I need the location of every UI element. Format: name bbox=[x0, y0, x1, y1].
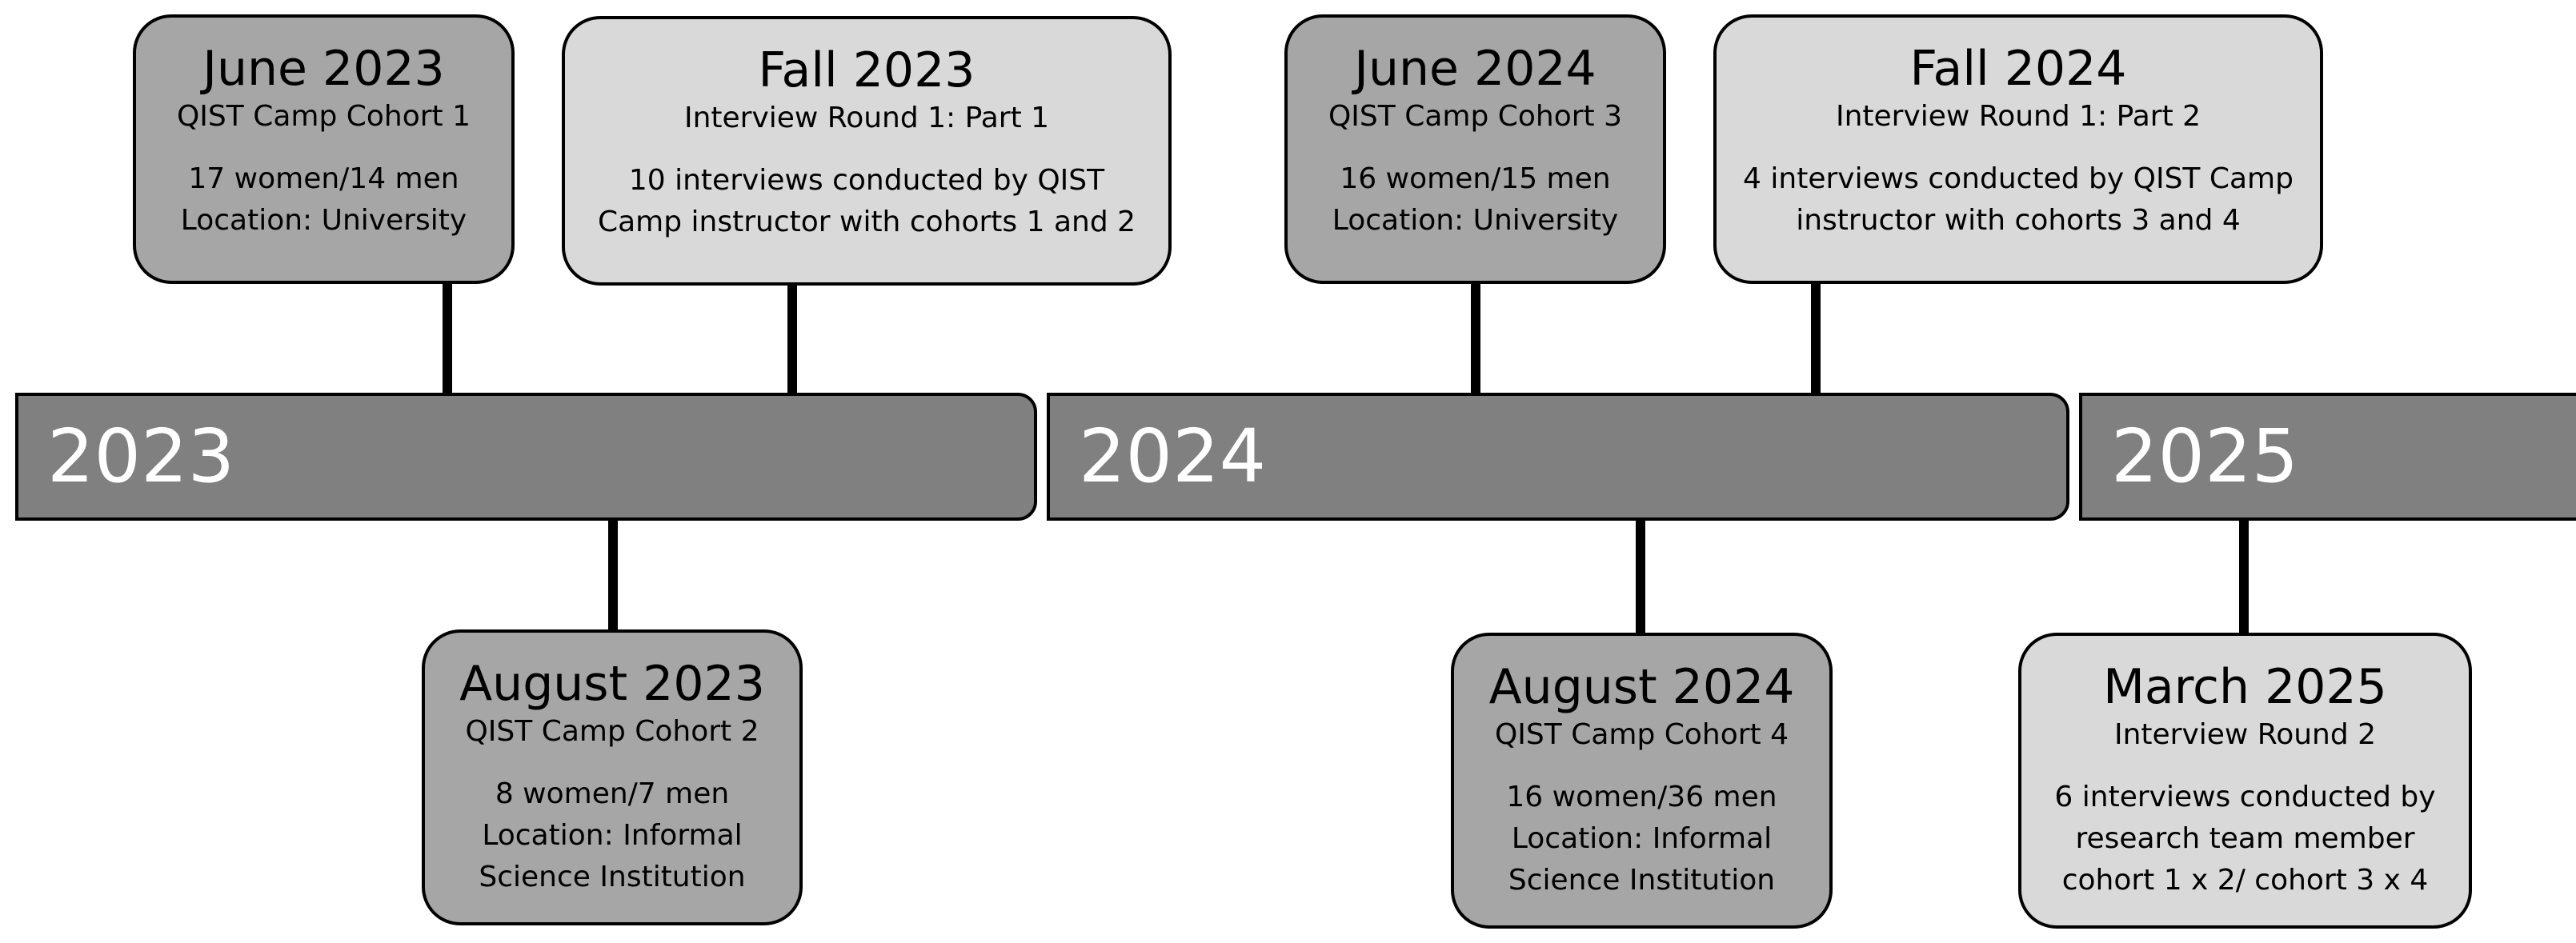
event-detail-line: Location: Informal bbox=[482, 819, 743, 852]
year-bar-2024: 2024 bbox=[1047, 393, 2069, 521]
event-detail-line: Science Institution bbox=[479, 861, 746, 893]
event-date: June 2024 bbox=[1354, 41, 1596, 97]
event-card-fall-2024: Fall 2024 Interview Round 1: Part 2 4 in… bbox=[1713, 14, 2323, 284]
event-detail-line: 6 interviews conducted by bbox=[2054, 781, 2436, 813]
event-subtitle: QIST Camp Cohort 4 bbox=[1494, 718, 1789, 751]
event-subtitle: QIST Camp Cohort 3 bbox=[1328, 100, 1623, 133]
event-subtitle: QIST Camp Cohort 2 bbox=[465, 715, 759, 748]
event-date: March 2025 bbox=[2103, 659, 2387, 715]
event-details: 6 interviews conducted by research team … bbox=[2021, 777, 2469, 901]
event-detail-line: instructor with cohorts 3 and 4 bbox=[1796, 204, 2241, 237]
connector-june-2023 bbox=[443, 284, 452, 394]
event-detail-line: 8 women/7 men bbox=[495, 777, 730, 810]
connector-august-2023 bbox=[608, 519, 618, 631]
event-date: Fall 2024 bbox=[1909, 41, 2127, 97]
event-card-august-2024: August 2024 QIST Camp Cohort 4 16 women/… bbox=[1451, 633, 1833, 929]
event-detail-line: 16 women/36 men bbox=[1506, 781, 1777, 813]
event-details: 16 women/36 men Location: Informal Scien… bbox=[1454, 777, 1829, 901]
event-detail-line: research team member bbox=[2075, 822, 2415, 855]
connector-august-2024 bbox=[1636, 519, 1645, 634]
event-date: June 2023 bbox=[202, 41, 445, 97]
event-card-june-2023: June 2023 QIST Camp Cohort 1 17 women/14… bbox=[133, 14, 515, 284]
event-details: 8 women/7 men Location: Informal Science… bbox=[425, 773, 799, 898]
event-subtitle: QIST Camp Cohort 1 bbox=[176, 100, 471, 133]
event-card-june-2024: June 2024 QIST Camp Cohort 3 16 women/15… bbox=[1284, 14, 1666, 284]
year-bar-2023: 2023 bbox=[15, 393, 1037, 521]
event-card-march-2025: March 2025 Interview Round 2 6 interview… bbox=[2018, 633, 2472, 929]
year-label-2023: 2023 bbox=[47, 414, 235, 499]
event-detail-line: cohort 1 x 2/ cohort 3 x 4 bbox=[2061, 864, 2429, 897]
connector-march-2025 bbox=[2239, 519, 2249, 634]
event-detail-line: Camp instructor with cohorts 1 and 2 bbox=[597, 206, 1136, 238]
event-subtitle: Interview Round 2 bbox=[2113, 718, 2377, 751]
event-date: August 2024 bbox=[1488, 659, 1795, 715]
event-date: Fall 2023 bbox=[758, 42, 976, 98]
event-detail-line: 4 interviews conducted by QIST Camp bbox=[1743, 162, 2294, 195]
event-details: 16 women/15 men Location: University bbox=[1288, 158, 1663, 242]
event-subtitle: Interview Round 1: Part 1 bbox=[683, 102, 1050, 134]
event-detail-line: Location: Informal bbox=[1511, 822, 1773, 855]
event-details: 10 interviews conducted by QIST Camp ins… bbox=[565, 160, 1168, 243]
connector-fall-2024 bbox=[1811, 284, 1821, 394]
connector-fall-2023 bbox=[787, 284, 797, 394]
event-detail-line: 16 women/15 men bbox=[1340, 162, 1611, 195]
event-card-fall-2023: Fall 2023 Interview Round 1: Part 1 10 i… bbox=[562, 16, 1172, 286]
event-detail-line: 17 women/14 men bbox=[188, 162, 459, 195]
year-bar-2025: 2025 bbox=[2079, 393, 2576, 521]
event-details: 4 interviews conducted by QIST Camp inst… bbox=[1717, 158, 2320, 242]
event-detail-line: Location: University bbox=[180, 204, 467, 237]
event-date: August 2023 bbox=[459, 656, 765, 712]
year-label-2025: 2025 bbox=[2111, 414, 2299, 499]
event-details: 17 women/14 men Location: University bbox=[136, 158, 511, 242]
event-detail-line: Location: University bbox=[1332, 204, 1619, 237]
connector-june-2024 bbox=[1471, 284, 1480, 394]
year-label-2024: 2024 bbox=[1079, 414, 1267, 499]
event-subtitle: Interview Round 1: Part 2 bbox=[1835, 100, 2201, 133]
event-detail-line: 10 interviews conducted by QIST bbox=[628, 164, 1105, 197]
event-detail-line: Science Institution bbox=[1508, 864, 1776, 897]
event-card-august-2023: August 2023 QIST Camp Cohort 2 8 women/7… bbox=[422, 629, 803, 925]
